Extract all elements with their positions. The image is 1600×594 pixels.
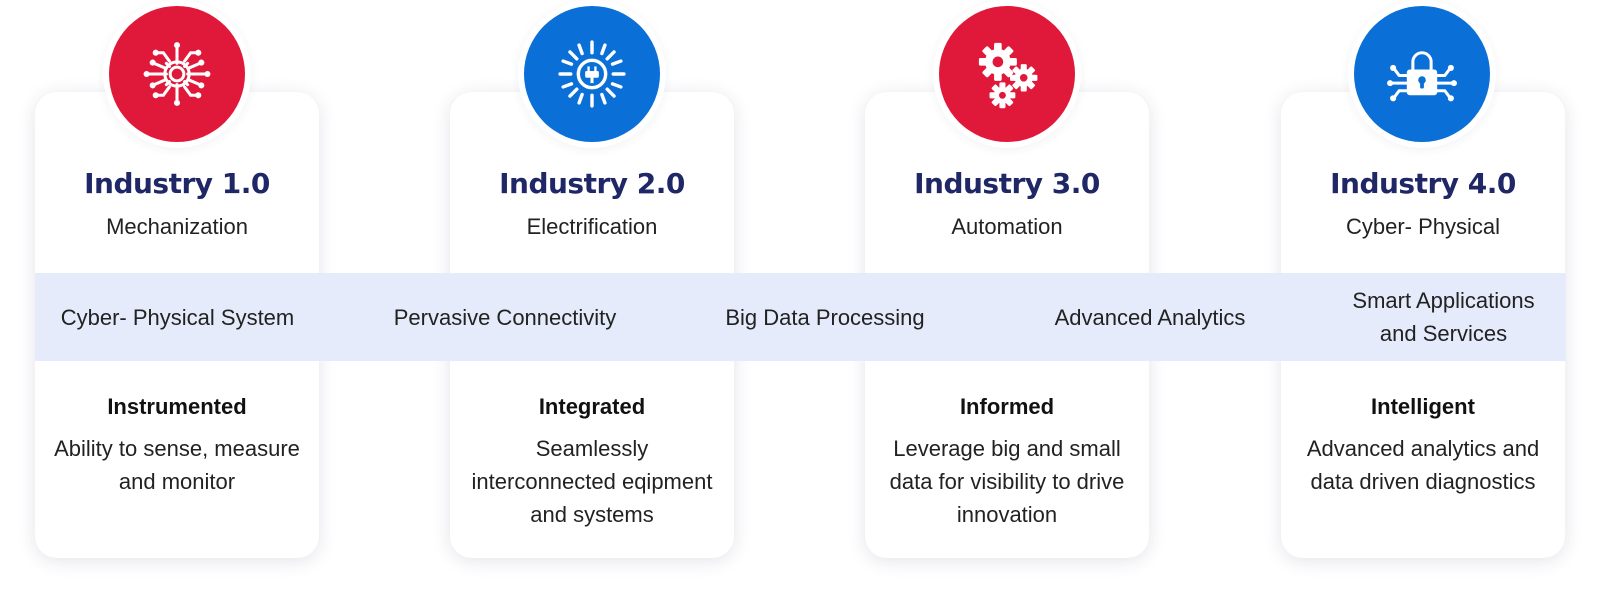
- band-item: Smart Applications and Services: [1321, 273, 1566, 361]
- band-item: Cyber- Physical System: [35, 273, 320, 361]
- band-item: Advanced Analytics: [1000, 273, 1300, 361]
- card-trait: Integrated: [538, 394, 646, 419]
- card-trait: Intelligent: [1371, 394, 1475, 419]
- card-title: Industry 3.0: [914, 167, 1100, 200]
- card-subtitle: Cyber- Physical: [1345, 214, 1501, 239]
- gears-icon: [978, 42, 1038, 109]
- sun-plug-icon: [558, 40, 626, 108]
- card-description: Seamlessly interconnected eqipment and s…: [471, 436, 713, 527]
- icon-badge-2: [518, 0, 666, 148]
- card-description: Advanced analytics and data driven diagn…: [1306, 436, 1540, 494]
- band-item-line: Pervasive Connectivity: [393, 304, 617, 330]
- band-item-line: and Services: [1379, 321, 1508, 346]
- icon-circle: [109, 6, 245, 142]
- card-description: Leverage big and small data for visibili…: [889, 436, 1125, 527]
- card-trait: Instrumented: [107, 394, 247, 419]
- card-title: Industry 4.0: [1330, 167, 1516, 200]
- icon-circle: [524, 6, 660, 142]
- icon-badge-3: [933, 0, 1081, 148]
- card-title: Industry 1.0: [84, 167, 270, 200]
- icon-badge-4: [1348, 0, 1496, 148]
- band-item-line: Smart Applications: [1352, 288, 1535, 313]
- band-item: Big Data Processing: [675, 273, 975, 361]
- band-item-line: Cyber- Physical System: [60, 304, 295, 330]
- circuit-gear-icon: [143, 42, 211, 106]
- icon-circle: [1354, 6, 1490, 142]
- icon-circle: [939, 6, 1075, 142]
- card-subtitle: Electrification: [526, 214, 658, 239]
- card-description: Ability to sense, measure and monitor: [54, 436, 300, 494]
- card-subtitle: Mechanization: [106, 214, 248, 239]
- capabilities-band: Cyber- Physical System Pervasive Connect…: [35, 273, 1566, 361]
- band-item-line: Advanced Analytics: [1054, 304, 1246, 330]
- card-subtitle: Automation: [951, 214, 1063, 239]
- band-item-line: Big Data Processing: [725, 304, 925, 330]
- card-trait: Informed: [959, 394, 1055, 419]
- card-title: Industry 2.0: [499, 167, 685, 200]
- icon-badge-1: [103, 0, 251, 148]
- band-item: Pervasive Connectivity: [355, 273, 655, 361]
- circuit-lock-icon: [1387, 51, 1457, 102]
